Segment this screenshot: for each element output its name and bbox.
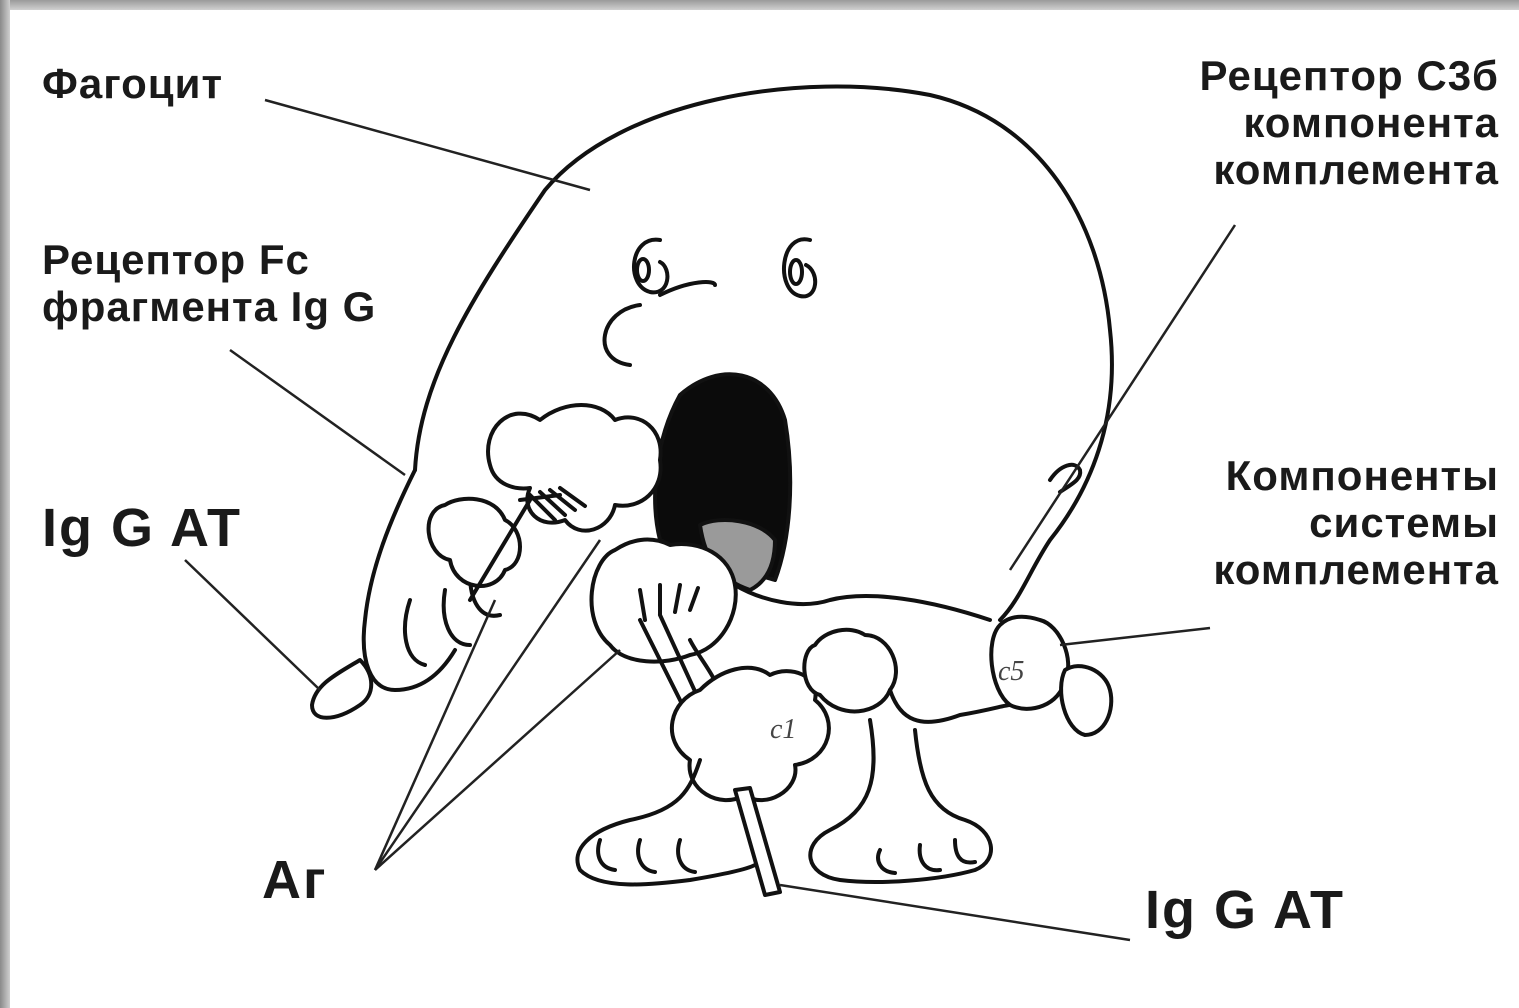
pointer-ag-1 xyxy=(375,600,495,870)
label-c3b-receptor-line1: Рецептор С3б xyxy=(1200,52,1500,99)
label-antigen: Аг xyxy=(262,850,328,910)
label-phagocyte: Фагоцит xyxy=(42,60,223,107)
phagocyte-arm-left xyxy=(364,470,455,690)
complement-blob-small xyxy=(1061,666,1111,735)
pointer-ag-3 xyxy=(375,650,620,870)
pointer-ag-2 xyxy=(375,540,600,870)
c5-label: c5 xyxy=(998,656,1024,687)
label-fc-receptor-line1: Рецептор Fc xyxy=(42,236,376,283)
label-c3b-receptor: Рецептор С3б компонента комплемента xyxy=(1200,52,1500,193)
label-c3b-receptor-line2: компонента xyxy=(1200,99,1500,146)
label-fc-receptor: Рецептор Fc фрагмента Ig G xyxy=(42,236,376,330)
label-complement-line3: комплемента xyxy=(1213,546,1499,593)
pointer-c3b-receptor xyxy=(1010,225,1235,570)
label-complement-line2: системы xyxy=(1213,499,1499,546)
igg-antibody-bottom xyxy=(735,788,780,895)
label-igg-at-bottom: Ig G AT xyxy=(1145,880,1345,940)
label-complement-line1: Компоненты xyxy=(1213,452,1499,499)
pointer-igg-bottom xyxy=(780,885,1130,940)
leg-right xyxy=(810,720,991,882)
label-c3b-receptor-line3: комплемента xyxy=(1200,146,1500,193)
pointer-fc-receptor xyxy=(230,350,405,475)
pointer-phagocyte xyxy=(265,100,590,190)
c1-label: c1 xyxy=(770,714,796,745)
label-igg-at-left: Ig G AT xyxy=(42,498,242,558)
label-fc-receptor-line2: фрагмента Ig G xyxy=(42,283,376,330)
antigen-cluster-right xyxy=(591,540,735,662)
igg-antibody-left xyxy=(312,660,371,718)
complement-blob-1 xyxy=(804,630,896,712)
eyes-icon xyxy=(634,239,815,296)
pointer-igg-left xyxy=(185,560,320,690)
pointer-complement xyxy=(1060,628,1210,645)
phagocyte-lower-body xyxy=(735,585,990,620)
label-complement-components: Компоненты системы комплемента xyxy=(1213,452,1499,593)
